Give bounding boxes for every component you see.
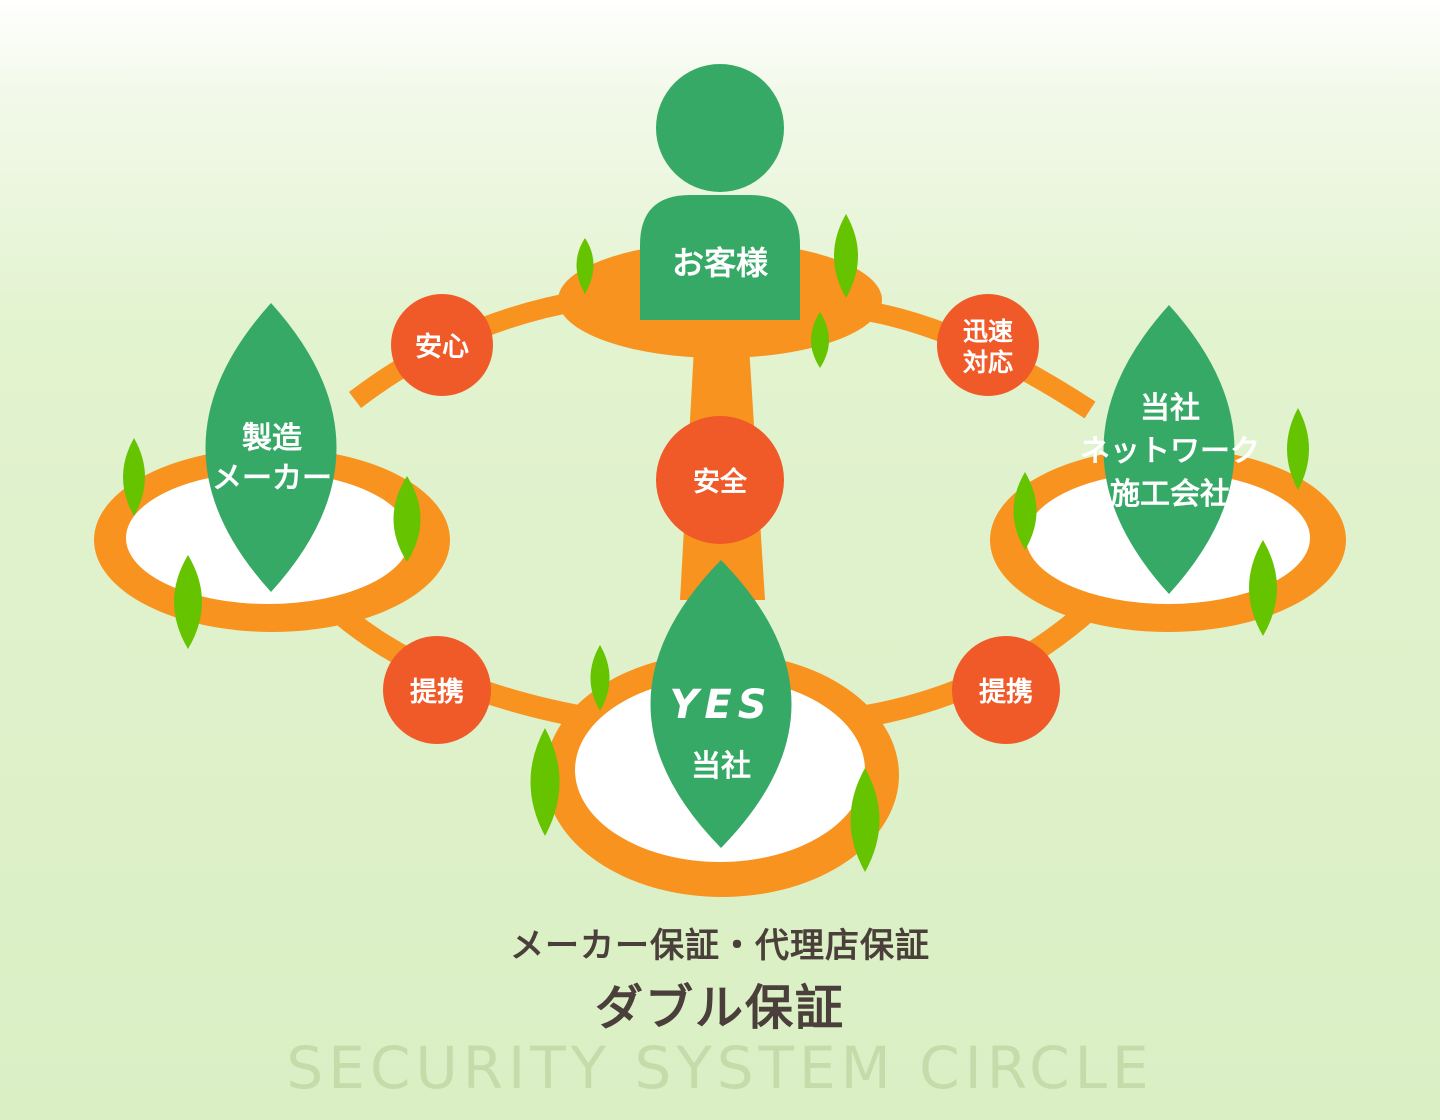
leaf-icon [1287, 408, 1309, 490]
company-label: 当社 [691, 749, 751, 784]
badge-speed-circle [937, 294, 1039, 396]
company-node: YES 当社 [650, 560, 792, 848]
badge-partner-right-label: 提携 [979, 677, 1033, 708]
manufacturer-label-line-2: メーカー [212, 461, 332, 496]
badge-partner-right-circle [952, 636, 1060, 744]
customer-head-icon [656, 64, 784, 192]
manufacturer-label-line-1: 製造 [242, 421, 302, 456]
badge-speed-label-line-2: 対応 [963, 348, 1013, 377]
manufacturer-leaf-shape [205, 303, 337, 592]
leaf-icon [576, 238, 594, 294]
network-node: 当社 ネットワーク 施工会社 [1080, 305, 1260, 594]
customer-label: お客様 [672, 244, 769, 282]
caption-title: ダブル保証 [594, 980, 845, 1036]
badge-speed: 迅速 対応 [937, 294, 1039, 396]
badge-partner-left-label: 提携 [410, 677, 464, 708]
leaf-icon [590, 645, 610, 711]
leaf-icon [834, 214, 858, 298]
leaf-icon [530, 728, 560, 836]
network-leaf-shape [1103, 305, 1235, 594]
company-leaf-shape [650, 560, 792, 848]
badge-safety: 安全 [656, 416, 784, 544]
customer-body [640, 195, 800, 320]
leaf-icon [1249, 540, 1277, 636]
leaf-icon [811, 312, 829, 368]
badge-speed-label-line-1: 迅速 [963, 317, 1013, 346]
badge-safety-label: 安全 [693, 466, 748, 498]
network-label-line-1: 当社 [1140, 391, 1200, 426]
manufacturer-node: 製造 メーカー [205, 303, 337, 592]
badge-partner-left-circle [383, 636, 491, 744]
network-label-line-2: ネットワーク [1080, 434, 1260, 469]
leaf-icon [123, 438, 145, 516]
badge-relief: 安心 [391, 294, 493, 396]
badge-partner-left: 提携 [383, 636, 491, 744]
leaf-icon [174, 555, 202, 649]
network-label-line-3: 施工会社 [1110, 477, 1230, 512]
caption-subtitle: メーカー保証・代理店保証 [510, 926, 930, 966]
leaf-icon [850, 768, 880, 872]
footer-text: SECURITY SYSTEM CIRCLE [286, 1034, 1154, 1102]
customer-node: お客様 [640, 64, 800, 320]
decorative-leaves [123, 214, 1309, 872]
badge-safety-circle [656, 416, 784, 544]
badge-partner-right: 提携 [952, 636, 1060, 744]
badge-relief-label: 安心 [415, 332, 469, 363]
company-logo: YES [669, 682, 772, 728]
badge-relief-circle [391, 294, 493, 396]
leaf-icon [1013, 472, 1037, 550]
leaf-icon [393, 476, 421, 562]
